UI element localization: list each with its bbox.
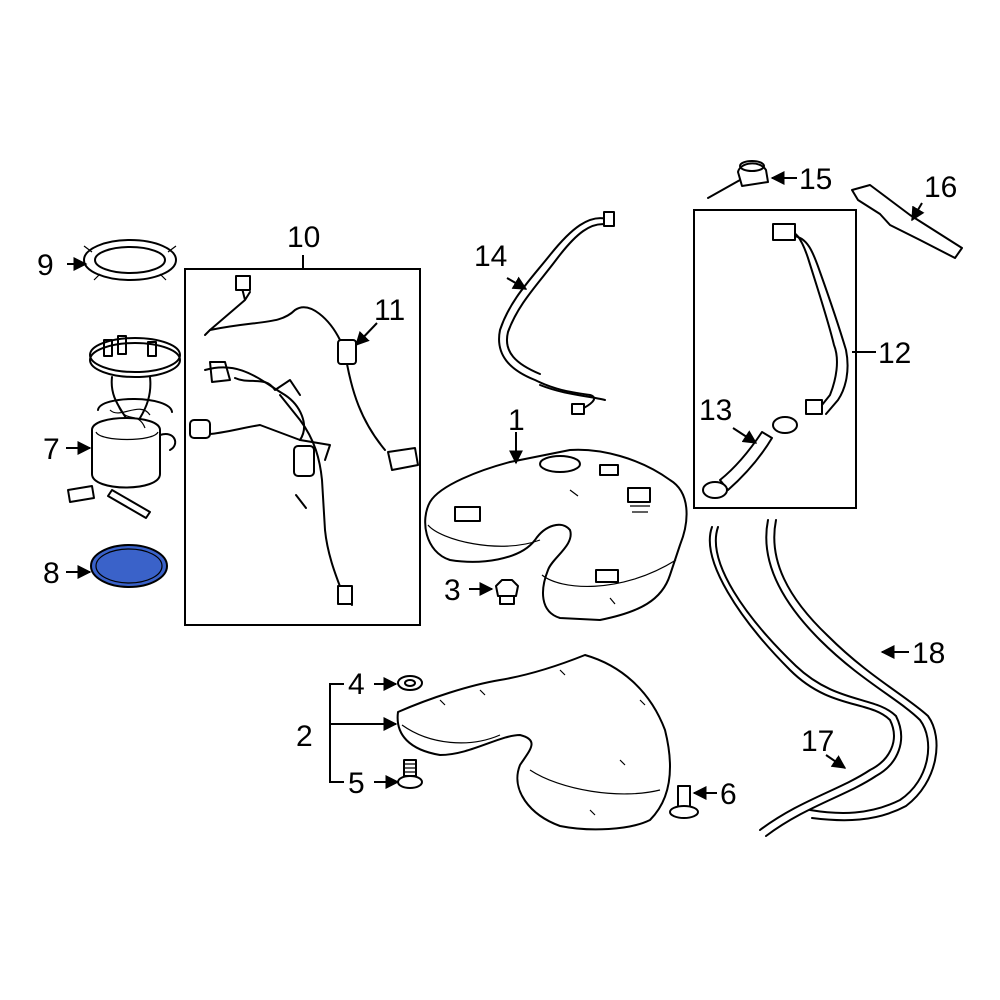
part-13-hose[interactable]	[702, 416, 798, 499]
callout-15: 15	[799, 163, 832, 196]
callout-14: 14	[474, 240, 507, 273]
part-16-bracket[interactable]	[851, 184, 963, 259]
part-3-nut[interactable]	[495, 579, 519, 605]
part-2-skid-plate[interactable]	[396, 654, 671, 831]
part-7-fuel-pump-module[interactable]	[67, 335, 181, 519]
callout-10: 10	[287, 221, 320, 254]
callout-5: 5	[348, 767, 365, 800]
part-8-seal[interactable]	[90, 544, 168, 588]
callout-12: 12	[878, 337, 911, 370]
callout-16: 16	[924, 171, 957, 204]
part-11-wiring-connector[interactable]	[337, 339, 419, 471]
callout-3: 3	[444, 574, 461, 607]
part-15-cap[interactable]	[707, 160, 769, 199]
part-6-stud[interactable]	[669, 785, 699, 819]
part-17-fuel-line[interactable]	[708, 526, 903, 837]
callout-6: 6	[720, 778, 737, 811]
part-14-vapor-line[interactable]	[498, 211, 615, 415]
part-4-washer[interactable]	[397, 675, 423, 691]
part-12-filler-pipe[interactable]	[772, 223, 849, 415]
callout-8: 8	[43, 557, 60, 590]
callout-13: 13	[699, 394, 732, 427]
part-9-lock-ring[interactable]	[83, 239, 177, 281]
part-18-fuel-line[interactable]	[765, 519, 938, 822]
part-10-fuel-level-sender[interactable]	[189, 275, 353, 606]
callout-18: 18	[912, 637, 945, 670]
callout-17: 17	[801, 725, 834, 758]
callout-4: 4	[348, 668, 365, 701]
callout-2: 2	[296, 720, 313, 753]
filler-pipe-group-box	[693, 209, 857, 509]
part-5-bolt[interactable]	[397, 759, 423, 789]
callout-7: 7	[43, 433, 60, 466]
callout-1: 1	[508, 404, 525, 437]
part-1-fuel-tank[interactable]	[424, 448, 688, 621]
callout-11: 11	[374, 294, 405, 327]
callout-9: 9	[37, 249, 54, 282]
